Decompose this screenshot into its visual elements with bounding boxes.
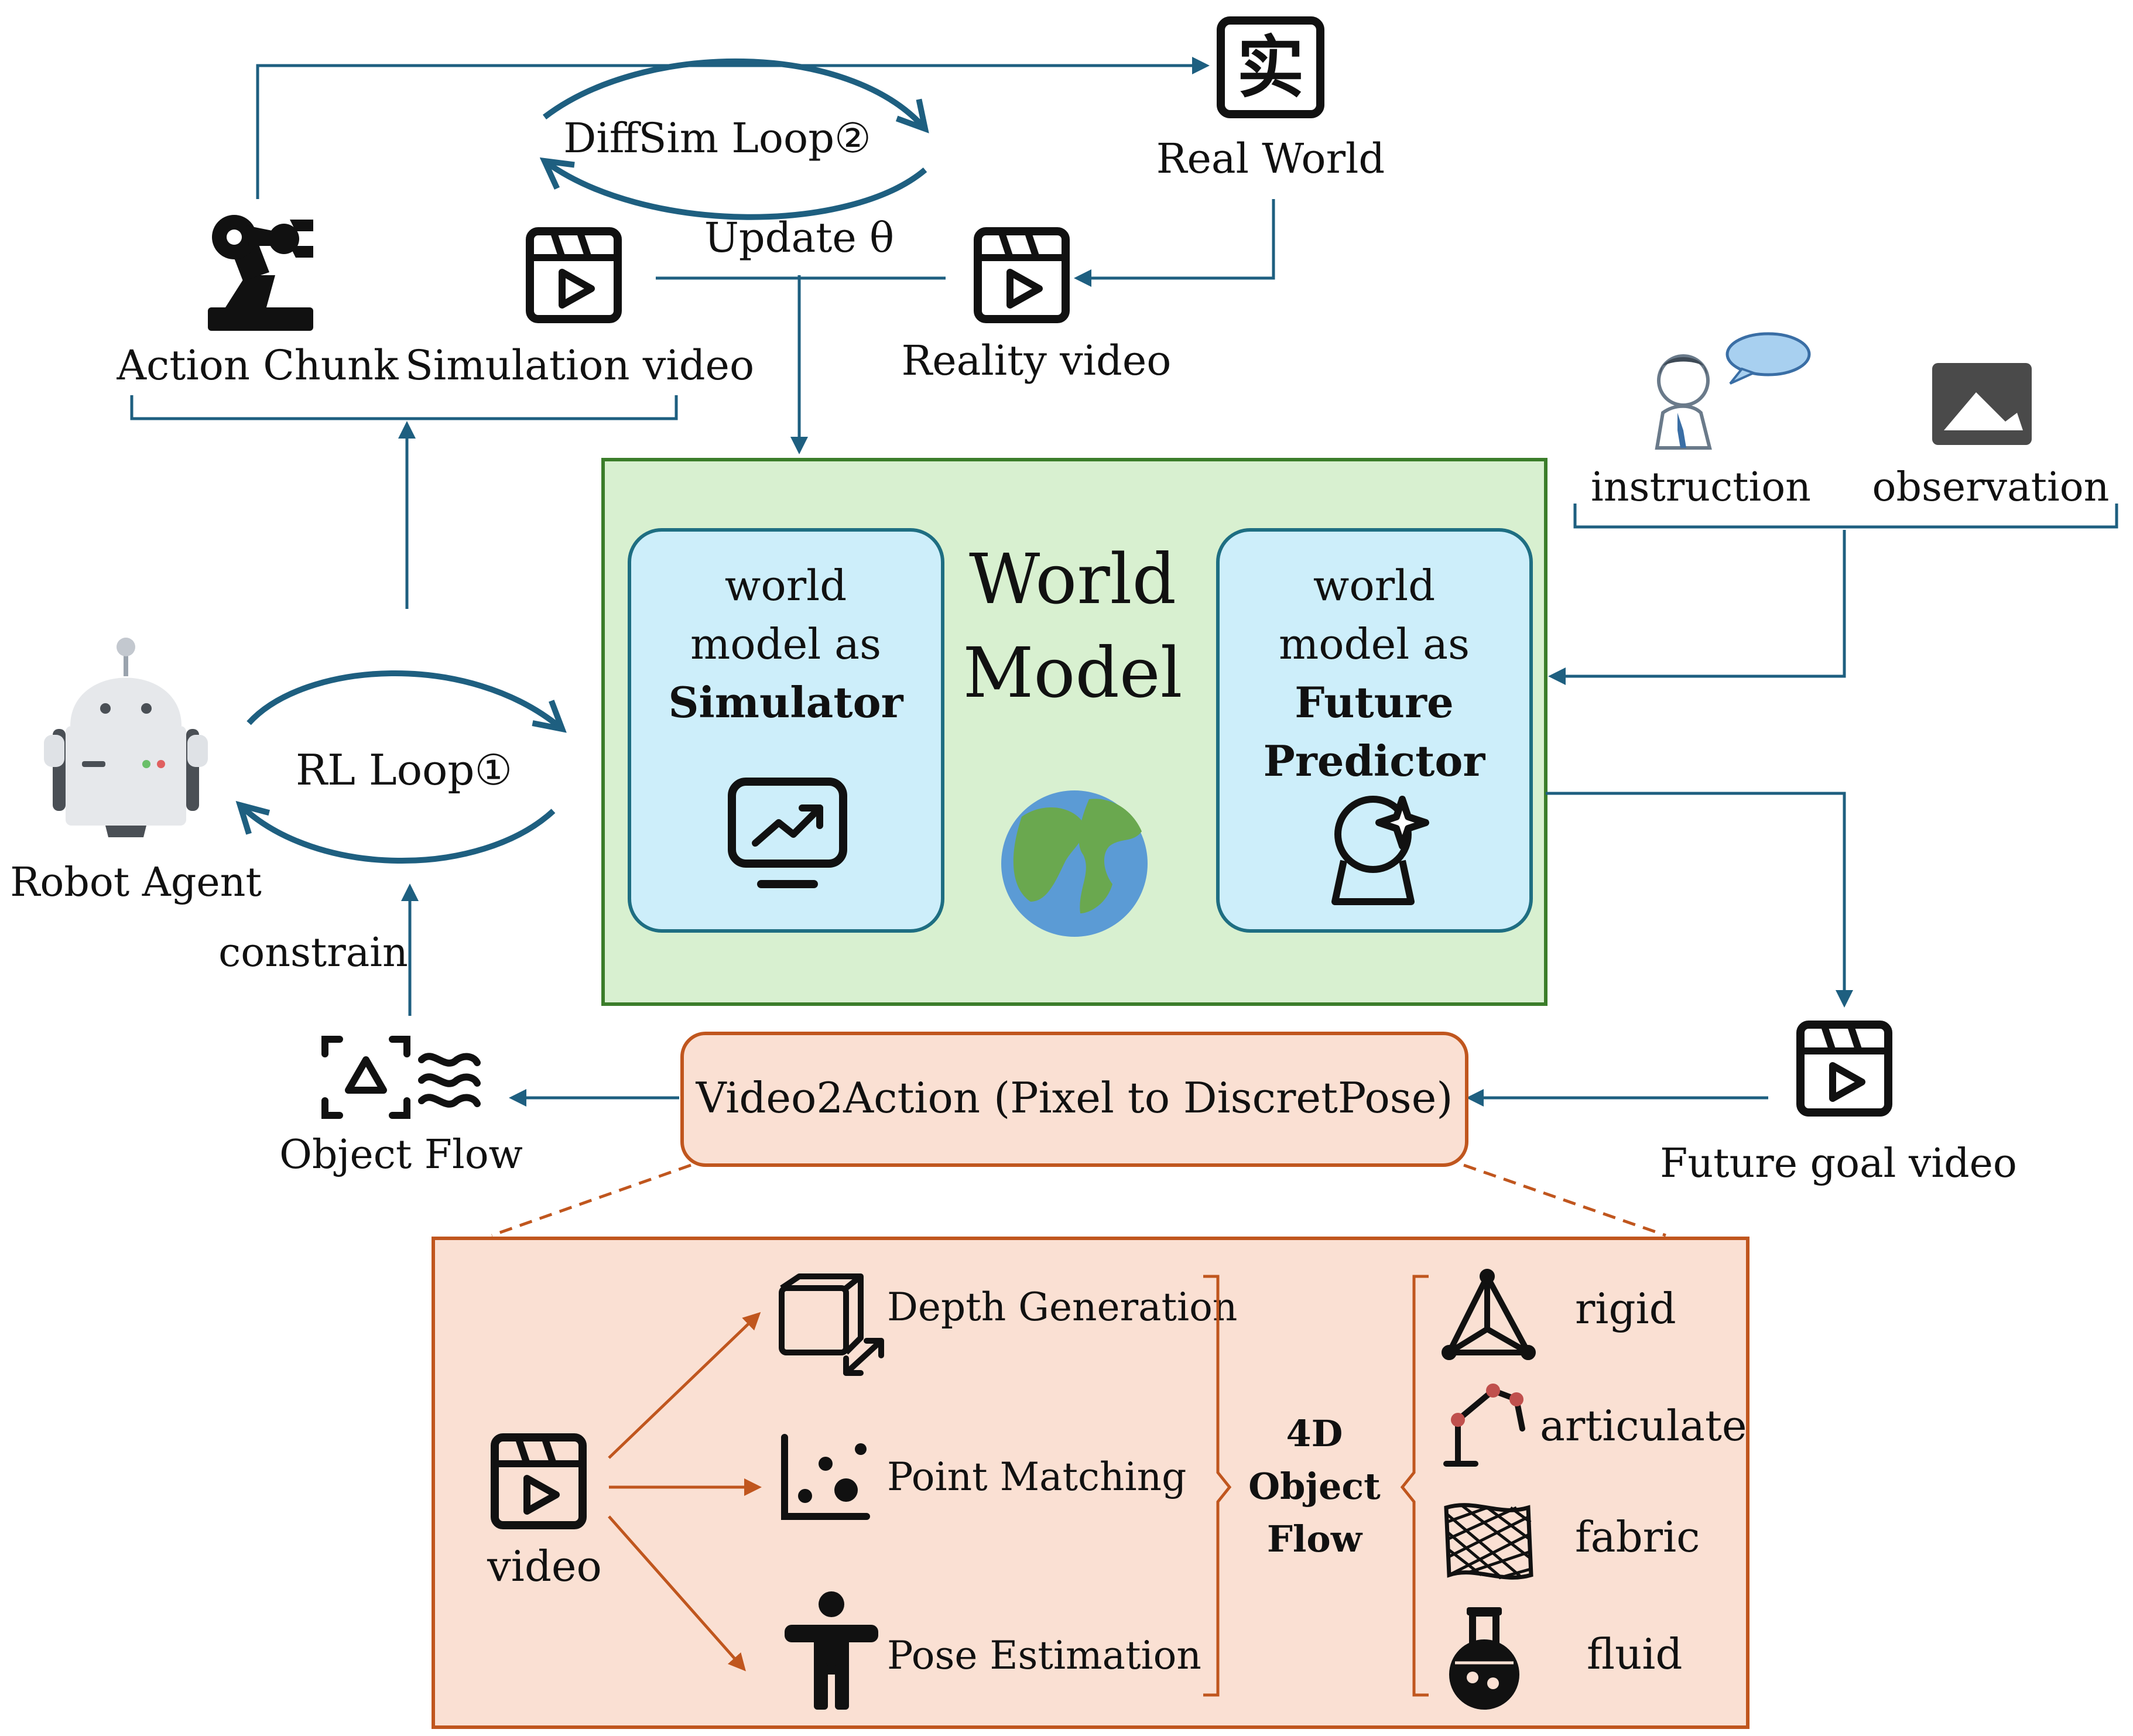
reality-video-icon — [978, 231, 1066, 319]
arrow-video-to-depth — [608, 1312, 761, 1459]
arrow-video-to-pose — [608, 1515, 746, 1672]
object-types-bracket — [1400, 1275, 1429, 1697]
real-world-icon-char: 实 — [1237, 29, 1304, 107]
future-goal-video-label: Future goal video — [1660, 1141, 2017, 1187]
flow-label-line1: 4D — [1286, 1412, 1343, 1455]
fluid-flask-icon — [1449, 1607, 1519, 1710]
simulator-card-line3: Simulator — [668, 677, 903, 727]
method-depth-generation: Depth Generation — [887, 1285, 1237, 1330]
speech-bubble-icon — [1725, 332, 1811, 385]
monitor-chart-icon — [728, 778, 847, 888]
human-pose-icon — [785, 1591, 878, 1710]
predictor-card-line1: world — [1313, 561, 1436, 610]
real-world-icon: 实 — [1217, 16, 1324, 118]
object-flow-icon — [321, 1036, 481, 1119]
object-flow-label: Object Flow — [279, 1132, 523, 1178]
video2action-label: Video2Action (Pixel to DiscretPose) — [696, 1073, 1453, 1122]
simulator-card — [628, 528, 944, 933]
world-model-title-line2: Model — [963, 632, 1183, 713]
rigid-tetrahedron-icon — [1442, 1269, 1536, 1360]
articulated-arm-icon — [1443, 1384, 1525, 1467]
object-type-articulate: articulate — [1540, 1401, 1747, 1450]
bracket-instruction-observation — [1573, 504, 2118, 529]
arrow-realworld-to-reality-video — [1074, 199, 1275, 287]
arrow-action-to-realworld — [256, 57, 1210, 199]
predictor-card-line4: Predictor — [1264, 736, 1486, 786]
predictor-card-line2: model as — [1279, 619, 1470, 669]
depth-cube-icon — [779, 1273, 884, 1376]
reality-video-label: Reality video — [902, 337, 1172, 385]
detail-video-label: video — [487, 1542, 602, 1591]
person-icon — [1655, 354, 1712, 450]
dashed-connector-right — [1463, 1163, 1666, 1237]
future-predictor-card — [1216, 528, 1533, 933]
future-goal-video-icon — [1800, 1025, 1888, 1112]
method-point-matching: Point Matching — [887, 1454, 1186, 1499]
earth-icon — [1001, 790, 1148, 937]
method-pose-estimation: Pose Estimation — [887, 1633, 1201, 1678]
detail-panel — [432, 1237, 1749, 1729]
rl-loop-arc-top — [246, 670, 562, 729]
scatter-plot-icon — [781, 1434, 870, 1520]
simulator-card-line2: model as — [690, 619, 881, 669]
arrow-world-model-to-goal-video — [1546, 792, 1853, 1008]
fabric-mesh-icon — [1444, 1503, 1533, 1580]
video2action-box[interactable] — [680, 1032, 1468, 1167]
instruction-label: instruction — [1591, 464, 1811, 511]
diffsim-loop-arc-bottom — [545, 161, 927, 220]
rl-loop-arc-bottom — [240, 805, 556, 864]
world-model-title-line1: World — [969, 539, 1176, 619]
predictor-card-line3: Future — [1295, 677, 1454, 727]
arrow-inputs-to-world-model — [1548, 530, 1846, 685]
action-chunk-label: Action Chunk — [117, 341, 399, 389]
dashed-connector-left — [491, 1163, 691, 1237]
bracket-action-sim — [130, 395, 678, 420]
simulation-video-icon — [530, 231, 618, 319]
rl-loop-label: RL Loop① — [296, 745, 512, 795]
object-type-fluid: fluid — [1587, 1629, 1683, 1679]
crystal-ball-icon — [1331, 796, 1429, 905]
object-type-fabric: fabric — [1575, 1512, 1700, 1562]
flow-label-line2: Object — [1248, 1465, 1381, 1508]
observation-label: observation — [1872, 464, 2110, 511]
diffsim-loop-label: DiffSim Loop② — [563, 114, 871, 162]
methods-bracket — [1203, 1275, 1232, 1697]
flow-label-line3: Flow — [1267, 1518, 1363, 1560]
real-world-label: Real World — [1156, 135, 1385, 183]
image-icon — [1932, 363, 2032, 445]
update-theta-label: Update θ — [704, 214, 894, 262]
robot-agent-icon — [44, 638, 208, 837]
diffsim-loop-arc-top — [542, 58, 925, 129]
robot-arm-icon — [208, 215, 313, 331]
robot-agent-label: Robot Agent — [10, 860, 262, 906]
object-type-rigid: rigid — [1575, 1284, 1676, 1333]
constrain-label: constrain — [218, 930, 408, 976]
simulation-video-label: Simulation video — [405, 341, 754, 389]
simulator-card-line1: world — [725, 561, 847, 610]
